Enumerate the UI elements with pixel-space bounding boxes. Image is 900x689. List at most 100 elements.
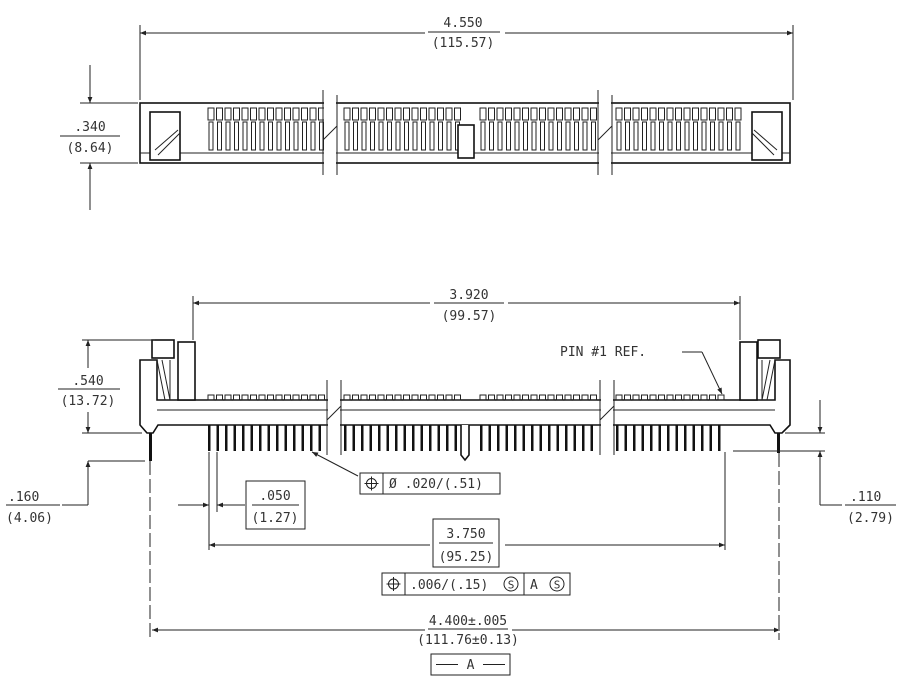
side-pin: [488, 425, 491, 451]
side-pin: [497, 425, 500, 451]
top-contact: [701, 121, 707, 151]
datum-label: A: [467, 658, 475, 673]
top-contact-slot: [343, 107, 351, 121]
top-contact-slot: [539, 107, 546, 121]
break-line-2: [597, 90, 613, 175]
top-contact: [404, 121, 409, 151]
top-contact-slot: [267, 107, 274, 121]
top-contact-slot: [301, 107, 308, 121]
top-contact: [480, 121, 486, 151]
side-contact: [420, 394, 427, 401]
pitch-mm: (1.27): [252, 511, 299, 526]
span-modifier: S: [508, 579, 515, 592]
top-contact: [234, 121, 239, 151]
side-contact: [717, 394, 725, 401]
inner-width-mm: (99.57): [442, 309, 497, 324]
side-contact: [573, 394, 580, 401]
right-latch-spring: [761, 359, 776, 401]
top-contact-slot: [717, 107, 725, 121]
side-contact: [700, 394, 708, 401]
overall-height-mm: (13.72): [61, 394, 116, 409]
top-contact-slot: [445, 107, 453, 121]
side-pin: [505, 425, 508, 451]
top-contact-slot: [530, 107, 538, 121]
top-contact-slot: [556, 107, 563, 121]
side-contact: [394, 394, 402, 401]
top-contact: [429, 121, 435, 151]
top-contact-slot: [437, 107, 444, 121]
side-pin: [548, 425, 551, 451]
break-gap-1: [324, 95, 336, 175]
top-contact-slot: [479, 107, 487, 121]
top-contact: [650, 121, 656, 151]
top-contact-row: [207, 107, 742, 151]
side-contact: [445, 394, 453, 401]
top-contact: [225, 121, 231, 151]
peg-span-mm: (111.76±0.13): [417, 633, 519, 648]
pitch-box: [245, 480, 306, 530]
side-contact: [377, 394, 385, 401]
side-contact: [369, 394, 376, 401]
top-contact: [659, 121, 664, 151]
top-contact: [285, 121, 290, 151]
side-pin: [386, 425, 389, 451]
side-pin: [480, 425, 483, 451]
top-contact-slot: [666, 107, 674, 121]
top-contact-slot: [700, 107, 708, 121]
side-contact: [564, 394, 572, 401]
left-latch-post: [177, 341, 196, 401]
side-contact: [624, 394, 631, 401]
side-pin: [709, 425, 712, 451]
top-contact-slot: [352, 107, 359, 121]
top-contact-slot: [683, 107, 691, 121]
top-contact-slot: [250, 107, 257, 121]
top-contact-slot: [428, 107, 436, 121]
top-contact: [217, 121, 222, 151]
top-contact-slot: [649, 107, 657, 121]
side-pin: [250, 425, 253, 451]
side-contact: [632, 394, 640, 401]
side-pin: [233, 425, 236, 451]
right-latch-head: [757, 339, 781, 359]
top-contact-slot: [522, 107, 529, 121]
side-contact: [547, 394, 555, 401]
side-pin: [420, 425, 423, 451]
top-contact: [208, 121, 214, 151]
top-contact-slot: [275, 107, 283, 121]
side-pin: [446, 425, 449, 451]
side-break-gap-1: [328, 385, 340, 455]
top-contact: [514, 121, 520, 151]
top-contact-slot: [403, 107, 410, 121]
length-inch: 4.550: [443, 16, 482, 31]
top-contact: [591, 121, 596, 151]
side-pin: [522, 425, 525, 451]
side-pin: [633, 425, 636, 451]
pin-tolerance-value: Ø .020/(.51): [389, 477, 483, 492]
left-latch: [149, 111, 181, 161]
top-contact-slot: [505, 107, 512, 121]
side-contact: [488, 394, 495, 401]
pin-length-inch: .110: [850, 490, 881, 505]
position-icon: [386, 577, 401, 591]
side-contact: [666, 394, 674, 401]
side-contact: [505, 394, 512, 401]
top-contact-slot: [241, 107, 249, 121]
top-contact-slot: [233, 107, 240, 121]
side-pin: [454, 425, 457, 451]
top-contact-slot: [641, 107, 648, 121]
top-contact: [310, 121, 316, 151]
top-contact-slot: [207, 107, 215, 121]
pin-tolerance-frame: [359, 472, 501, 495]
side-pin: [276, 425, 279, 451]
pin1-label: PIN #1 REF.: [560, 345, 646, 360]
top-contact: [574, 121, 579, 151]
top-contact: [540, 121, 545, 151]
top-contact: [718, 121, 724, 151]
side-pin: [267, 425, 270, 451]
side-pin: [616, 425, 619, 451]
side-pin: [565, 425, 568, 451]
side-pin: [293, 425, 296, 451]
side-pin: [675, 425, 678, 451]
side-pin: [667, 425, 670, 451]
